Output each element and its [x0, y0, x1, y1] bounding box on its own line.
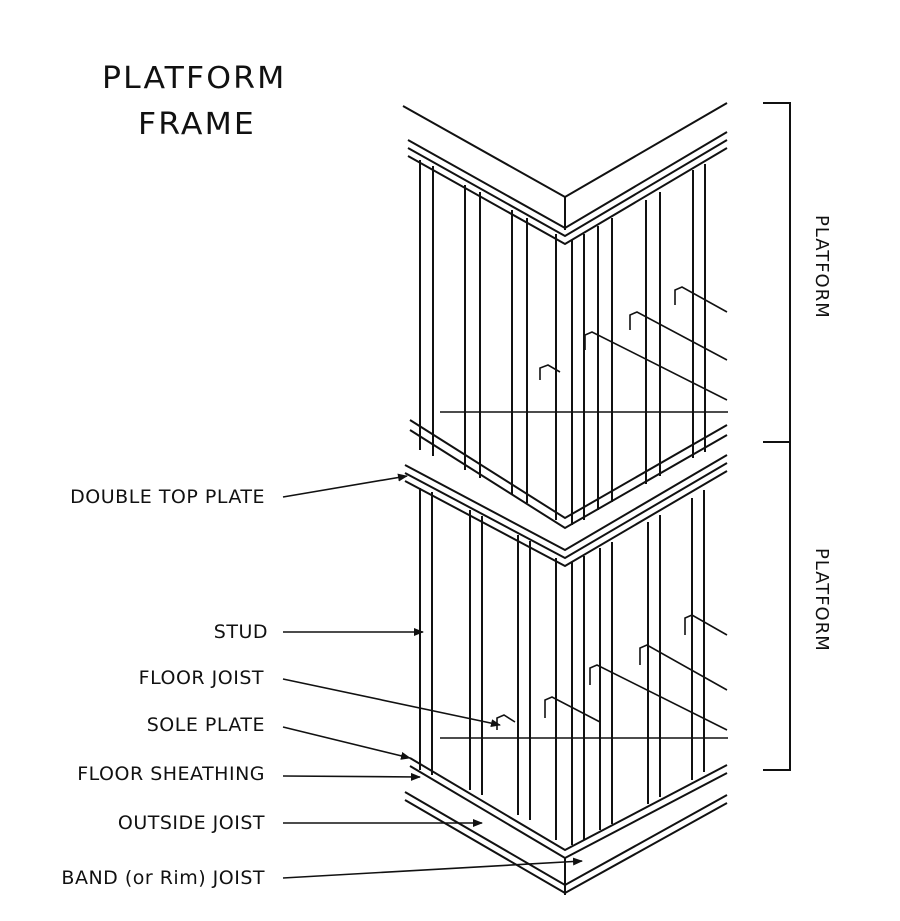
upper-floor-joists [440, 286, 728, 413]
upper-studs-left [419, 160, 557, 520]
lower-sole-plate [409, 757, 728, 860]
label-floor-joist: FLOOR JOIST [138, 667, 264, 689]
leader-lines [282, 473, 583, 879]
leader-sole-plate [282, 726, 411, 760]
label-floor-sheathing: FLOOR SHEATHING [77, 763, 265, 785]
label-sole-plate: SOLE PLATE [146, 714, 265, 736]
lower-studs-left [419, 488, 557, 840]
lower-studs-right [571, 490, 705, 845]
upper-ceiling [402, 102, 728, 230]
upper-studs-right [571, 164, 706, 525]
band-joist [404, 791, 728, 895]
label-outside-joist: OUTSIDE JOIST [117, 812, 265, 834]
leader-floor-joist [282, 678, 501, 728]
diagram-title-line-2: FRAME [138, 107, 256, 142]
leader-band-joist [282, 857, 583, 879]
diagram-title-line-1: PLATFORM [102, 61, 287, 96]
lower-floor-joists [440, 614, 728, 739]
label-band-joist: BAND (or Rim) JOIST [61, 867, 265, 889]
leader-floor-sheathing [282, 772, 421, 781]
leader-double-top-plate [282, 473, 408, 498]
label-stud: STUD [213, 621, 268, 643]
bracket-outline [763, 102, 791, 771]
upper-top-plate [407, 131, 728, 246]
platform-brackets [763, 102, 791, 771]
double-top-plate [404, 454, 728, 568]
label-double-top-plate: DOUBLE TOP PLATE [70, 486, 265, 508]
upper-sole-plate [409, 419, 728, 530]
